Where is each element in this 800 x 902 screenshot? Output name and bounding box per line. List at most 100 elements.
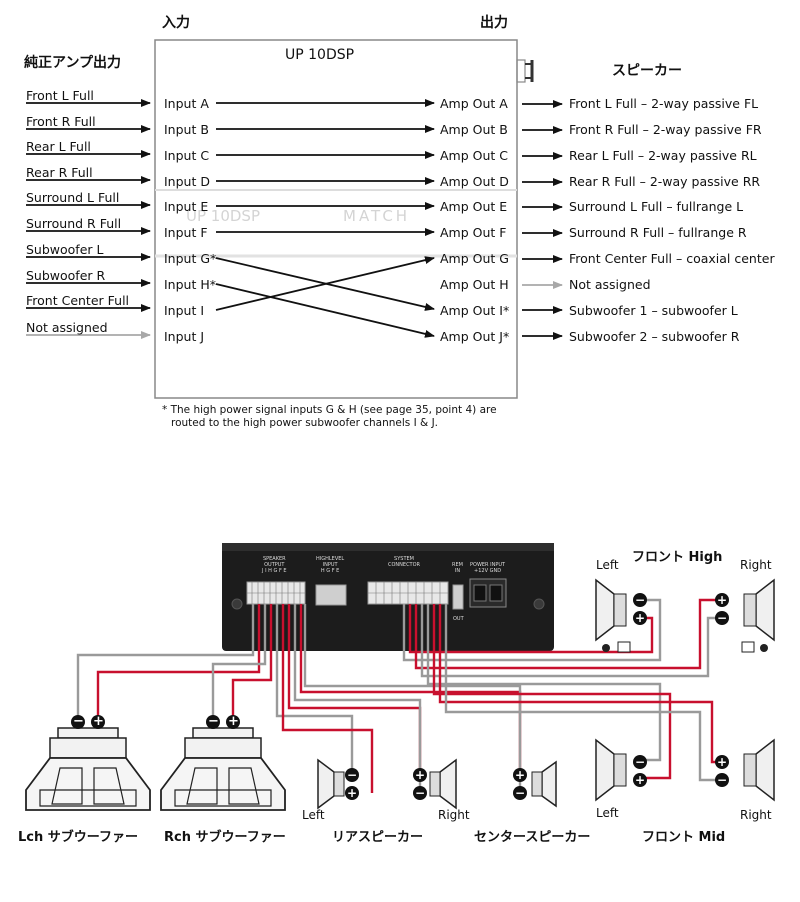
front-mid-right-speaker — [743, 738, 775, 802]
lch-subwoofer — [25, 727, 151, 811]
input-label: Input J — [164, 329, 205, 344]
input-label: Input C — [164, 148, 210, 163]
speaker-label: Subwoofer 1 – subwoofer L — [569, 303, 738, 318]
rear-right-speaker — [429, 758, 457, 810]
speaker-label: Front R Full – 2-way passive FR — [569, 122, 762, 137]
plus-sign: + — [415, 768, 426, 782]
front-high-label: フロント High — [632, 550, 723, 565]
center-speaker-label: センタースピーカー — [474, 830, 591, 845]
front-high-right-speaker — [741, 578, 775, 653]
source-label: Front L Full — [26, 88, 94, 103]
power-input-label: POWER INPUT+12V GND — [470, 562, 506, 574]
source-label: Front Center Full — [26, 293, 130, 308]
amp-out-label: Amp Out C — [440, 148, 508, 163]
front-mid-right-label: Right — [740, 808, 772, 822]
rear-right-label: Right — [438, 808, 470, 822]
front-high-left-speaker — [595, 578, 631, 653]
front-mid-left-speaker — [595, 738, 627, 802]
source-label: Front R Full — [26, 114, 96, 129]
source-label: Rear R Full — [26, 165, 93, 180]
footnote-line-1: * The high power signal inputs G & H (se… — [162, 404, 497, 416]
minus-sign: − — [635, 593, 646, 607]
front-mid-left-label: Left — [596, 806, 619, 820]
oem-amp-output-header: 純正アンプ出力 — [24, 55, 122, 71]
front-high-right-label: Right — [740, 558, 772, 572]
front-high-left-label: Left — [596, 558, 619, 572]
amp-out-label: Amp Out E — [440, 199, 508, 214]
plus-sign: + — [717, 755, 728, 769]
minus-sign: − — [717, 611, 728, 625]
watermark-model: UP 10DSP — [186, 207, 260, 225]
rch-subwoofer-label: Rch サブウーファー — [164, 830, 286, 845]
rear-speaker-label: リアスピーカー — [332, 830, 424, 845]
minus-sign: − — [208, 714, 219, 729]
minus-sign: − — [717, 773, 728, 787]
speaker-label: Surround L Full – fullrange L — [569, 199, 744, 214]
minus-sign: − — [347, 768, 358, 782]
minus-sign: − — [515, 786, 526, 800]
source-label: Surround R Full — [26, 216, 122, 231]
terminals — [71, 593, 729, 800]
input-label: Input D — [164, 174, 210, 189]
amp-out-label: Amp Out I* — [440, 303, 510, 318]
plus-sign: + — [635, 611, 646, 625]
amp-out-label: Amp Out B — [440, 122, 508, 137]
speaker-label: Front L Full – 2-way passive FL — [569, 96, 759, 111]
center-speaker — [531, 760, 557, 808]
rch-subwoofer — [160, 727, 286, 811]
rem-connector — [452, 584, 464, 610]
speaker-label: Rear R Full – 2-way passive RR — [569, 174, 761, 189]
output-header: 出力 — [480, 15, 508, 31]
minus-sign: − — [635, 755, 646, 769]
input-label: Input H* — [164, 277, 216, 292]
front-mid-label: フロント Mid — [642, 830, 726, 845]
input-label: Input B — [164, 122, 209, 137]
amp-out-label: Amp Out H — [440, 277, 509, 292]
source-label: Surround L Full — [26, 190, 120, 205]
unit-title: UP 10DSP — [285, 47, 355, 63]
rear-left-label: Left — [302, 808, 325, 822]
rear-left-speaker — [317, 758, 345, 810]
amp-out-label: Amp Out D — [440, 174, 509, 189]
speaker-label: Surround R Full – fullrange R — [569, 225, 747, 240]
watermark-brand: MATCH — [343, 207, 411, 225]
footnote-line-2: routed to the high power subwoofer chann… — [171, 417, 439, 429]
source-label: Subwoofer L — [26, 242, 104, 257]
speaker-label: Front Center Full – coaxial center — [569, 251, 775, 266]
plus-sign: + — [717, 593, 728, 607]
plus-sign: + — [347, 786, 358, 800]
plus-sign: + — [515, 768, 526, 782]
unit-box — [154, 39, 518, 399]
input-label: Input I — [164, 303, 205, 318]
minus-sign: − — [415, 786, 426, 800]
source-label: Rear L Full — [26, 139, 91, 154]
output-lines — [522, 100, 563, 340]
amp-out-label: Amp Out J* — [440, 329, 510, 344]
amp-out-label: Amp Out G — [440, 251, 509, 266]
input-label: Input E — [164, 199, 209, 214]
plus-sign: + — [228, 714, 239, 729]
speaker-wires — [76, 598, 720, 793]
speaker-header: スピーカー — [612, 63, 682, 79]
source-lines — [26, 99, 151, 339]
plus-sign: + — [93, 714, 104, 729]
amp-out-label: Amp Out F — [440, 225, 507, 240]
input-label: Input A — [164, 96, 209, 111]
source-label: Subwoofer R — [26, 268, 106, 283]
speaker-label: Rear L Full – 2-way passive RL — [569, 148, 757, 163]
plus-sign: + — [635, 773, 646, 787]
out-label: OUT — [453, 616, 464, 622]
amp-out-label: Amp Out A — [440, 96, 508, 111]
input-header: 入力 — [162, 15, 190, 31]
input-label: Input F — [164, 225, 208, 240]
source-label: Not assigned — [26, 320, 108, 335]
speaker-label: Subwoofer 2 – subwoofer R — [569, 329, 740, 344]
input-label: Input G* — [164, 251, 217, 266]
highlevel-input-connector — [315, 584, 347, 606]
